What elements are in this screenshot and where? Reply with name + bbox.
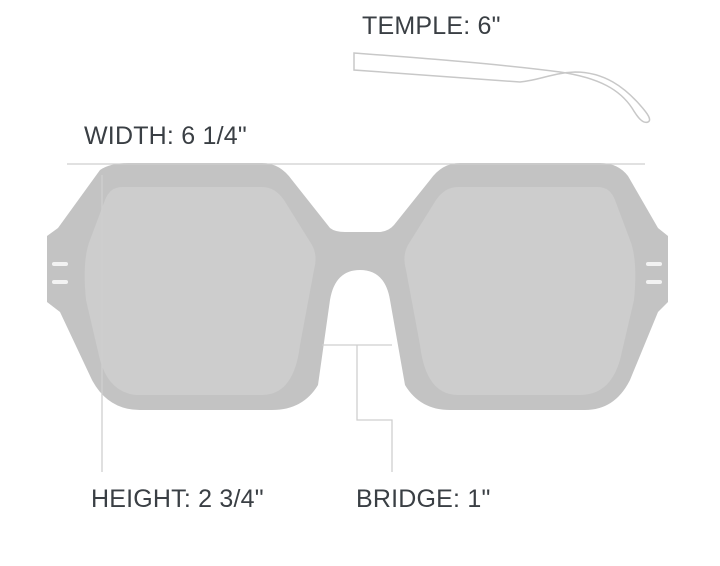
bridge-leader-line (356, 345, 393, 472)
temple-length-label: TEMPLE: 6" (362, 12, 501, 40)
width-label: WIDTH: 6 1/4" (84, 122, 247, 150)
left-hinge-studs-icon (52, 262, 68, 284)
temple-arm-outline (353, 52, 651, 124)
height-label: HEIGHT: 2 3/4" (91, 485, 264, 513)
right-lens (404, 187, 636, 395)
right-hinge-studs-icon (646, 262, 662, 284)
left-lens (84, 187, 316, 395)
bridge-label: BRIDGE: 1" (356, 485, 491, 513)
